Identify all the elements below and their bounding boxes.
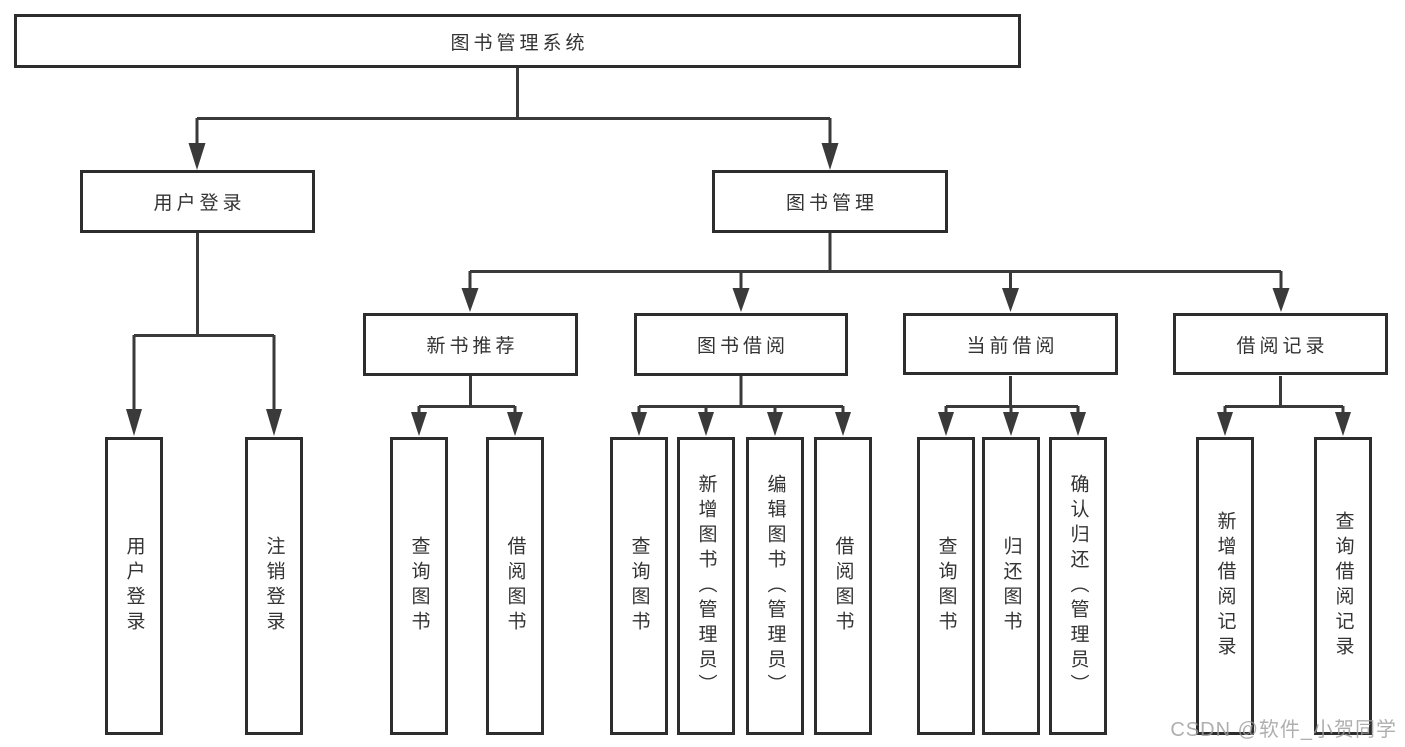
node-label: 确认归还（管理员）	[1067, 473, 1089, 699]
node-label: 借阅图书	[832, 536, 854, 636]
arrowhead	[411, 412, 427, 436]
node-label: 查询图书	[628, 536, 650, 636]
node-leaf-return-books: 归还图书	[982, 437, 1040, 735]
node-leaf-logout: 注销登录	[245, 437, 303, 735]
node-label: 借阅图书	[504, 536, 526, 636]
arrowhead	[1272, 288, 1290, 312]
arrowhead	[835, 412, 851, 436]
node-label: 查询图书	[935, 536, 957, 636]
node-leaf-query-books-borrow: 查询图书	[610, 437, 668, 735]
node-user-login: 用户登录	[80, 170, 315, 233]
arrowhead	[938, 412, 954, 436]
node-label: 用户登录	[153, 193, 246, 214]
node-root-system: 图书管理系统	[14, 14, 1021, 68]
node-label: 归还图书	[1000, 536, 1022, 636]
arrowhead	[1002, 288, 1019, 312]
arrowhead	[1335, 412, 1351, 436]
csdn-watermark: CSDN @软件_小贺同学	[1170, 719, 1397, 741]
node-leaf-query-books-recommend: 查询图书	[390, 437, 448, 735]
node-label: 图书借阅	[696, 336, 789, 357]
node-book-borrow: 图书借阅	[634, 313, 848, 376]
arrowhead	[698, 412, 714, 436]
connector-book-borrow-to-leaves	[631, 376, 851, 436]
node-new-book-recommend: 新书推荐	[363, 313, 578, 376]
node-label: 查询图书	[408, 536, 430, 636]
connector-root-to-level2	[188, 68, 839, 170]
arrowhead	[507, 412, 523, 436]
node-leaf-query-borrow-record: 查询借阅记录	[1314, 437, 1372, 735]
node-label: 借阅记录	[1236, 335, 1329, 357]
node-label: 注销登录	[263, 536, 285, 636]
node-current-borrow: 当前借阅	[903, 313, 1118, 375]
node-label: 当前借阅	[966, 335, 1059, 357]
node-leaf-edit-books-admin: 编辑图书（管理员）	[746, 437, 804, 735]
node-leaf-user-login: 用户登录	[105, 437, 163, 735]
node-label: 新书推荐	[426, 336, 519, 357]
node-leaf-add-books-admin: 新增图书（管理员）	[677, 437, 735, 735]
arrowhead	[1217, 412, 1233, 436]
arrowhead	[767, 412, 783, 436]
arrowhead	[821, 143, 839, 170]
node-label: 用户登录	[123, 536, 145, 636]
node-label: 新增图书（管理员）	[695, 473, 717, 699]
arrowhead	[631, 412, 647, 436]
arrowhead	[188, 143, 206, 170]
arrowhead	[1070, 412, 1086, 436]
node-leaf-add-borrow-record: 新增借阅记录	[1196, 437, 1254, 735]
node-leaf-confirm-return-admin: 确认归还（管理员）	[1049, 437, 1107, 735]
node-label: 新增借阅记录	[1214, 511, 1236, 661]
connector-borrow-records-to-leaves	[1217, 376, 1351, 436]
node-book-management: 图书管理	[712, 170, 948, 233]
node-borrow-records: 借阅记录	[1173, 313, 1388, 375]
node-label: 图书管理	[785, 193, 878, 214]
connector-user-login-to-leaves	[126, 233, 282, 436]
node-label: 编辑图书（管理员）	[764, 473, 786, 699]
arrowhead	[461, 288, 479, 312]
arrowhead	[1003, 412, 1019, 436]
node-leaf-query-books-current: 查询图书	[917, 437, 975, 735]
connector-book-mgmt-to-level3	[461, 233, 1290, 312]
node-leaf-borrow-books: 借阅图书	[814, 437, 872, 735]
node-label: 图书管理系统	[450, 32, 589, 54]
connector-current-borrow-to-leaves	[938, 376, 1086, 436]
arrowhead	[126, 409, 142, 436]
node-leaf-borrow-books-recommend: 借阅图书	[486, 437, 544, 735]
arrowhead	[266, 409, 282, 436]
arrowhead	[732, 288, 750, 312]
node-label: 查询借阅记录	[1332, 511, 1354, 661]
connector-new-books-to-leaves	[411, 376, 523, 436]
